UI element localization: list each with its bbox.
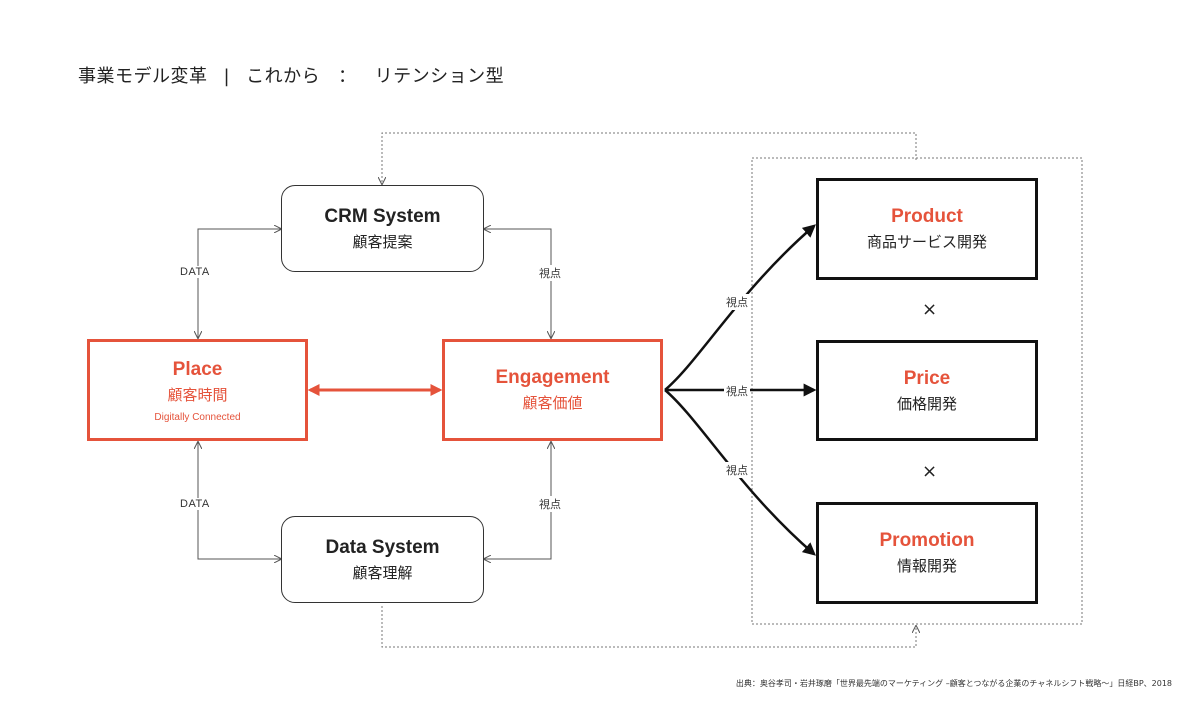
edge-label-viewpoint-product: 視点 — [724, 294, 750, 310]
node-engagement-subtitle: 顧客価値 — [522, 394, 583, 412]
feedback-loop-bottom — [381, 606, 916, 648]
node-price-subtitle: 価格開発 — [896, 394, 957, 413]
node-crm-subtitle: 顧客提案 — [352, 232, 413, 251]
edge-label-viewpoint-price: 視点 — [724, 383, 750, 399]
node-product-title: Product — [891, 206, 963, 227]
node-product-subtitle: 商品サービス開発 — [866, 233, 987, 251]
multiplier-price-promotion: × — [922, 461, 938, 482]
ppp-frame — [751, 157, 1083, 625]
node-promotion-title: Promotion — [879, 530, 975, 551]
node-price-title: Price — [903, 367, 951, 389]
edge-engagement-data — [484, 442, 551, 559]
page-title: 事業モデル変革 | これから ： リテンション型 — [78, 62, 504, 88]
edge-label-viewpoint-bottom: 視点 — [537, 496, 563, 512]
node-price: Price 価格開発 — [816, 340, 1038, 441]
edge-label-viewpoint-top: 視点 — [537, 265, 563, 281]
node-data-system: Data System 顧客理解 — [281, 516, 484, 603]
node-place-subtitle: 顧客時間 — [167, 385, 228, 404]
edge-label-data-top: DATA — [178, 266, 212, 278]
node-crm-title: CRM System — [324, 205, 441, 227]
edge-engagement-crm — [484, 229, 551, 338]
title-sub: これから — [246, 66, 321, 87]
node-place-title: Place — [172, 358, 223, 380]
node-engagement-title: Engagement — [495, 367, 610, 388]
title-separator: | — [223, 66, 231, 87]
title-type: リテンション型 — [374, 66, 505, 87]
edge-place-data — [198, 442, 281, 559]
edge-label-data-bottom: DATA — [178, 498, 212, 510]
node-place: Place 顧客時間 Digitally Connected — [87, 339, 308, 441]
node-promotion: Promotion 情報開発 — [816, 502, 1038, 604]
edge-place-crm — [198, 229, 281, 338]
edge-engagement-product — [664, 224, 816, 391]
node-product: Product 商品サービス開発 — [816, 178, 1038, 280]
feedback-loop-top — [382, 132, 917, 184]
node-engagement: Engagement 顧客価値 — [442, 339, 663, 441]
node-data-system-title: Data System — [325, 536, 440, 558]
multiplier-product-price: × — [922, 299, 938, 320]
title-colon: ： — [338, 66, 357, 87]
node-place-note: Digitally Connected — [154, 411, 241, 423]
node-crm-system: CRM System 顧客提案 — [281, 185, 484, 272]
edge-engagement-promotion — [664, 389, 816, 556]
edge-label-viewpoint-promotion: 視点 — [724, 462, 750, 478]
source-citation: 出典：奥谷孝司・岩井琢磨「世界最先端のマーケティング –顧客とつながる企業のチャ… — [735, 679, 1172, 688]
node-data-system-subtitle: 顧客理解 — [352, 563, 413, 582]
node-promotion-subtitle: 情報開発 — [896, 557, 957, 575]
title-main: 事業モデル変革 — [78, 66, 208, 87]
